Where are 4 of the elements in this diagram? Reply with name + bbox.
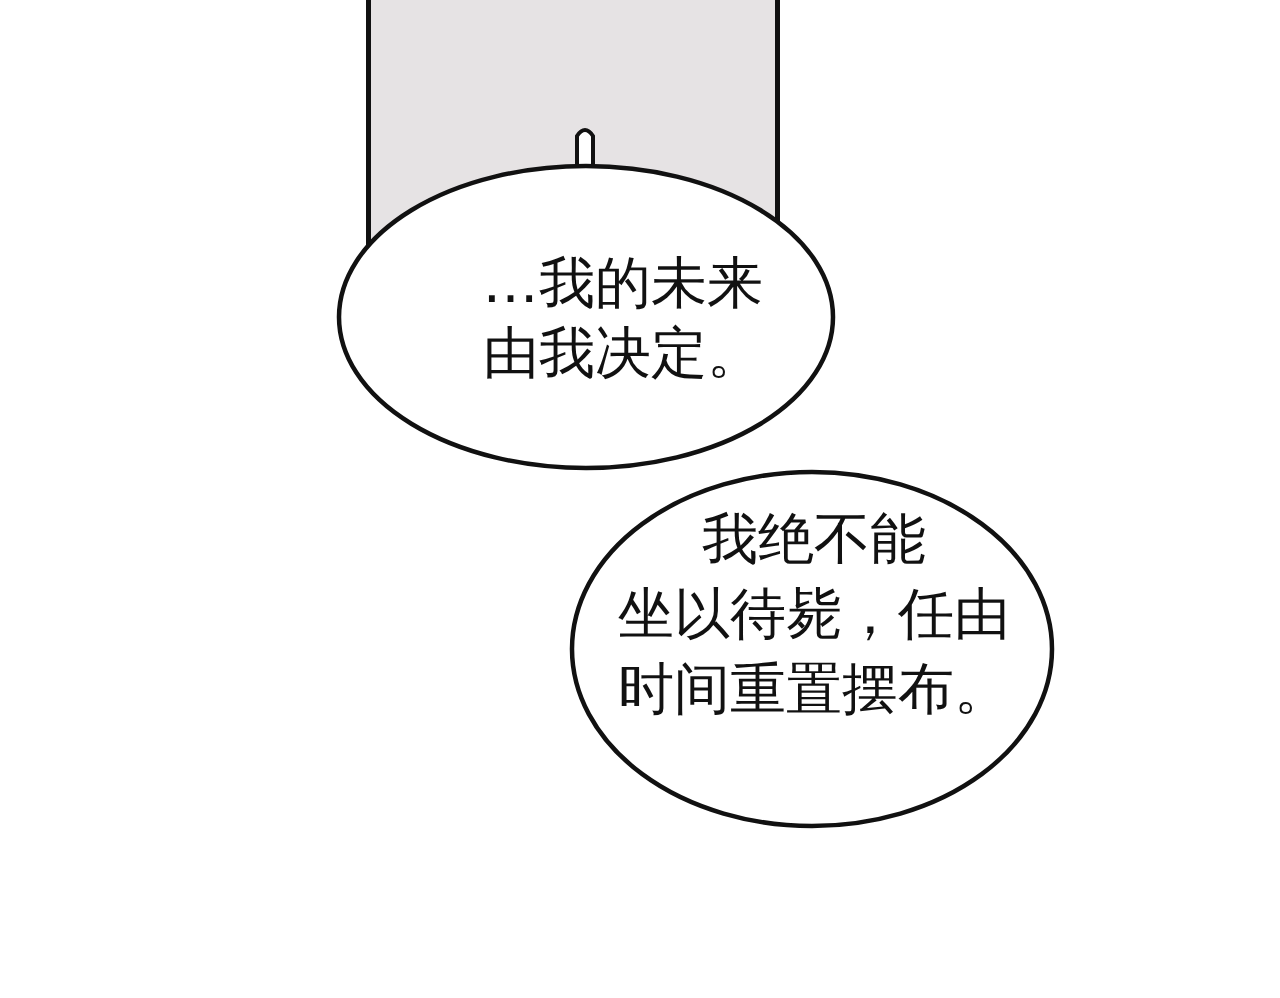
- speech-bubble: [568, 468, 1056, 830]
- speech-bubble: [335, 162, 837, 472]
- speech-text: 我绝不能坐以待毙，任由时间重置摆布。: [616, 505, 1011, 723]
- speech-text: …我的未来由我决定。: [481, 249, 764, 387]
